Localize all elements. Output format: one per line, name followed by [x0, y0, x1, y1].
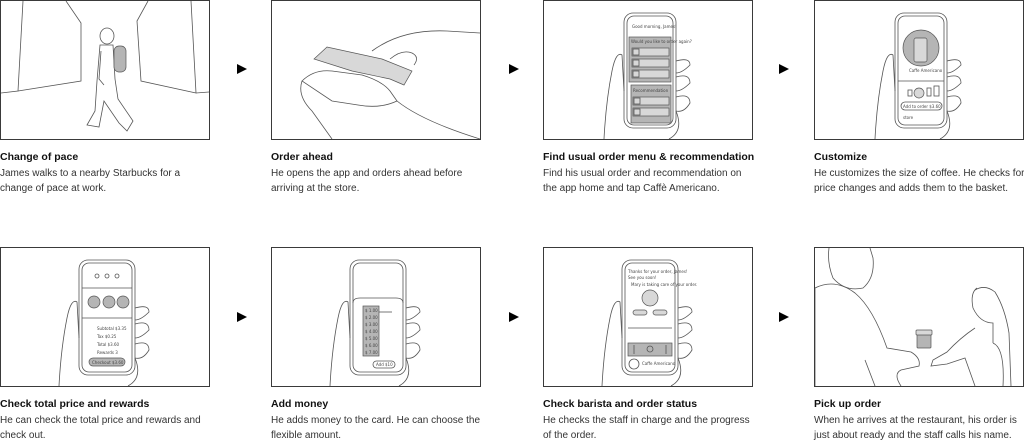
svg-text:Total $3.60: Total $3.60: [96, 342, 120, 347]
play-triangle-icon: [509, 64, 519, 74]
panel-description: He customizes the size of coffee. He che…: [814, 168, 1024, 194]
play-triangle-icon: [509, 312, 519, 322]
svg-text:Rewards 3: Rewards 3: [97, 350, 118, 355]
panel-description: He checks the staff in charge and the pr…: [543, 415, 750, 441]
svg-text:Recommendation: Recommendation: [633, 88, 669, 93]
svg-text:store: store: [903, 115, 914, 120]
phone-add-money-screen-illustration: $ 1.00 $ 2.00 $ 3.00 $ 4.00 $ 5.00 $ 6.0…: [329, 259, 421, 386]
illustration-frame: [271, 0, 481, 140]
svg-text:Subtotal $3.35: Subtotal $3.35: [97, 326, 127, 331]
panel-description: James walks to a nearby Starbucks for a …: [0, 168, 181, 194]
svg-text:Mary is taking care of your or: Mary is taking care of your order.: [631, 282, 697, 287]
svg-text:Add $10: Add $10: [376, 362, 393, 367]
illustration-frame: Subtotal $3.35 Tax $0.25 Total $3.60 Rew…: [0, 247, 210, 387]
play-triangle-icon: [237, 64, 247, 74]
phone-checkout-screen-illustration: Subtotal $3.35 Tax $0.25 Total $3.60 Rew…: [58, 259, 150, 386]
panel-title: Check total price and rewards: [0, 398, 150, 410]
panel-title: Change of pace: [0, 151, 79, 163]
svg-text:Checkout $3.60: Checkout $3.60: [92, 360, 124, 365]
svg-text:Caffe Americano: Caffe Americano: [909, 68, 943, 73]
illustration-frame: [814, 247, 1024, 387]
walking-man-illustration: [1, 1, 209, 132]
svg-text:See you soon!: See you soon!: [628, 275, 656, 280]
illustration-frame: Good morning, James! Would you like to o…: [543, 0, 753, 140]
panel-description: He adds money to the card. He can choose…: [271, 415, 481, 441]
svg-text:$ 6.00: $ 6.00: [365, 343, 378, 348]
panel-title: Add money: [271, 398, 329, 410]
svg-text:Caffe Americano: Caffe Americano: [642, 361, 676, 366]
svg-text:Add to order $3.60: Add to order $3.60: [903, 104, 941, 109]
panel-description: When he arrives at the restaurant, his o…: [814, 415, 1017, 441]
play-triangle-icon: [779, 64, 789, 74]
panel-description: Find his usual order and recommendation …: [543, 168, 742, 194]
svg-text:$ 3.00: $ 3.00: [365, 322, 378, 327]
phone-product-screen-illustration: Caffe Americano Add to order $3.60 store: [874, 12, 962, 139]
svg-text:$ 1.00: $ 1.00: [365, 308, 378, 313]
play-triangle-icon: [237, 312, 247, 322]
phone-order-status-screen-illustration: Thanks for your order, James! See you so…: [601, 259, 697, 386]
hands-holding-phone-illustration: [300, 30, 480, 139]
illustration-frame: $ 1.00 $ 2.00 $ 3.00 $ 4.00 $ 5.00 $ 6.0…: [271, 247, 481, 387]
illustration-frame: Thanks for your order, James! See you so…: [543, 247, 753, 387]
play-triangle-icon: [779, 312, 789, 322]
svg-text:Tax $0.25: Tax $0.25: [96, 334, 117, 339]
phone-home-screen-illustration: Good morning, James! Would you like to o…: [603, 12, 692, 139]
barista-handing-coffee-illustration: [815, 248, 1012, 386]
panel-description: He can check the total price and rewards…: [0, 415, 201, 441]
svg-text:$ 7.00: $ 7.00: [365, 350, 378, 355]
panel-title: Customize: [814, 151, 868, 163]
svg-text:Thanks for your order, James!: Thanks for your order, James!: [627, 269, 688, 274]
svg-text:Good morning, James!: Good morning, James!: [632, 24, 677, 29]
illustration-frame: Caffe Americano Add to order $3.60 store: [814, 0, 1024, 140]
panel-title: Check barista and order status: [543, 398, 698, 410]
svg-text:$ 5.00: $ 5.00: [365, 336, 378, 341]
panel-description: He opens the app and orders ahead before…: [271, 168, 463, 194]
panel-title: Find usual order menu & recommendation: [543, 151, 755, 163]
illustration-frame: [0, 0, 210, 140]
panel-title: Pick up order: [814, 398, 882, 410]
svg-text:Would you like to order again?: Would you like to order again?: [631, 39, 692, 44]
svg-text:$ 4.00: $ 4.00: [365, 329, 378, 334]
svg-text:$ 2.00: $ 2.00: [365, 315, 378, 320]
panel-title: Order ahead: [271, 151, 333, 163]
